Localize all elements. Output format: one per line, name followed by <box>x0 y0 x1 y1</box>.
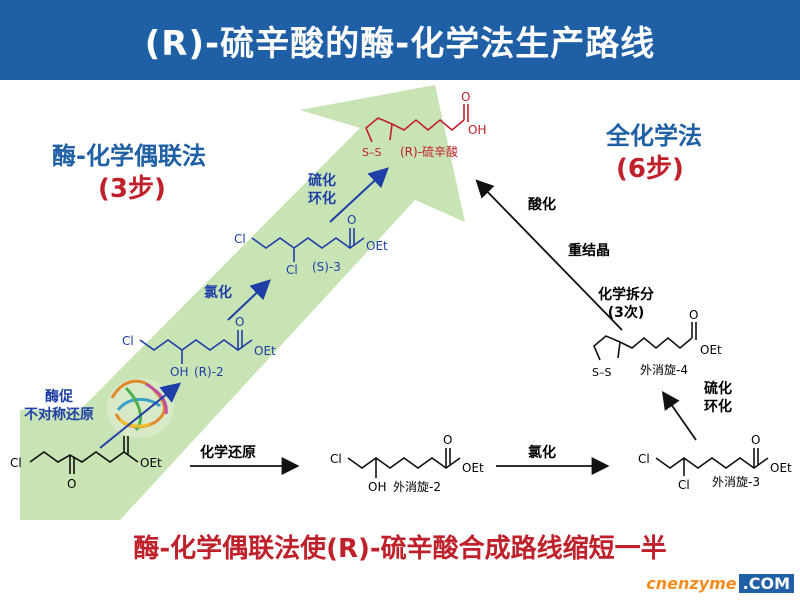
molecule-product <box>365 104 469 143</box>
site-watermark: cnenzyme .COM <box>646 572 794 594</box>
molecule-start <box>29 436 139 474</box>
s3-carbonyl-o: O <box>347 213 356 227</box>
sulfurization-2-arrow <box>661 391 697 441</box>
start-oet: OEt <box>140 456 162 470</box>
r2-tag: (R)-2 <box>194 365 224 379</box>
sulfurization-1-arrow <box>329 167 389 223</box>
acidification-label: 酸化 <box>528 196 556 214</box>
molecule-rac2 <box>347 448 461 478</box>
product-tag: (R)-硫辛酸 <box>400 144 458 159</box>
watermark-text-a: cnenzyme <box>646 573 737 593</box>
s3-oet: OEt <box>366 239 388 253</box>
molecule-rac3 <box>655 448 769 476</box>
resolution-label: 化学拆分 (3次) <box>598 286 654 322</box>
rac4-ss: S–S <box>592 366 611 379</box>
product-oh: OH <box>468 123 486 137</box>
rac3-oet: OEt <box>770 461 792 475</box>
recrystallization-text: 重结晶 <box>568 243 610 259</box>
bottom-caption: 酶-化学偶联法使(R)-硫辛酸合成路线缩短一半 <box>133 534 667 564</box>
sulfurization-2-text: 硫化 环化 <box>704 381 732 415</box>
enzyme-reduction-text: 酶促 不对称还原 <box>24 389 94 423</box>
chemical-route-name: 全化学法 <box>606 122 702 150</box>
molecule-s3 <box>251 228 365 262</box>
rac4-tag: 外消旋-4 <box>640 363 688 377</box>
enzyme-route-name: 酶-化学偶联法 <box>52 142 206 170</box>
product-ss: S–S <box>362 146 381 159</box>
chemical-reduction-text: 化学还原 <box>200 445 256 461</box>
rac4-oet: OEt <box>700 343 722 357</box>
product-carbonyl-o: O <box>461 90 470 104</box>
r2-oet: OEt <box>254 344 276 358</box>
rac2-oh: OH <box>368 480 386 494</box>
s3-cl2: Cl <box>286 263 298 277</box>
recrystallization-label: 重结晶 <box>568 242 610 260</box>
rac4-carbonyl-o: O <box>689 308 698 322</box>
rac3-cl: Cl <box>638 452 650 466</box>
rac2-cl: Cl <box>330 452 342 466</box>
rac3-cl2: Cl <box>678 478 690 492</box>
resolution-text: 化学拆分 (3次) <box>598 287 654 321</box>
start-cl: Cl <box>10 456 22 470</box>
title-bar: (R)-硫辛酸的酶-化学法生产路线 <box>0 0 800 80</box>
enzyme-route-steps: (3步) <box>98 174 166 204</box>
molecule-r2 <box>139 330 253 364</box>
chemical-route-steps: (6步) <box>616 154 684 184</box>
enzyme-reduction-label: 酶促 不对称还原 <box>24 388 94 424</box>
r2-oh: OH <box>170 365 188 379</box>
enzyme-protein-image <box>106 378 174 438</box>
chlorination-1-arrow <box>227 279 271 321</box>
rac2-carbonyl-o: O <box>443 433 452 447</box>
rac3-tag: 外消旋-3 <box>712 475 760 489</box>
chlorination-2-label: 氯化 <box>528 444 556 462</box>
s3-cl: Cl <box>234 232 246 246</box>
chlorination-1-text: 氯化 <box>204 285 232 301</box>
chlorination-2-text: 氯化 <box>528 445 556 461</box>
sulfurization-2-label: 硫化 环化 <box>704 380 732 416</box>
chemical-reduction-label: 化学还原 <box>200 444 256 462</box>
rac3-carbonyl-o: O <box>751 433 760 447</box>
chemical-return-arrow <box>475 179 623 331</box>
chlorination-1-label: 氯化 <box>204 284 232 302</box>
start-ketone-o: O <box>67 477 76 491</box>
acidification-text: 酸化 <box>528 197 556 213</box>
watermark-text-b: .COM <box>738 573 794 593</box>
sulfurization-1-text: 硫化 环化 <box>308 173 336 207</box>
r2-cl: Cl <box>122 334 134 348</box>
sulfurization-1-label: 硫化 环化 <box>308 172 336 208</box>
molecule-rac4 <box>593 322 697 361</box>
r2-carbonyl-o: O <box>235 315 244 329</box>
page-title: (R)-硫辛酸的酶-化学法生产路线 <box>144 23 656 64</box>
rac2-tag: 外消旋-2 <box>393 480 441 494</box>
enzyme-reduction-arrow <box>99 382 182 449</box>
rac2-oet: OEt <box>462 461 484 475</box>
s3-tag: (S)-3 <box>312 260 341 274</box>
